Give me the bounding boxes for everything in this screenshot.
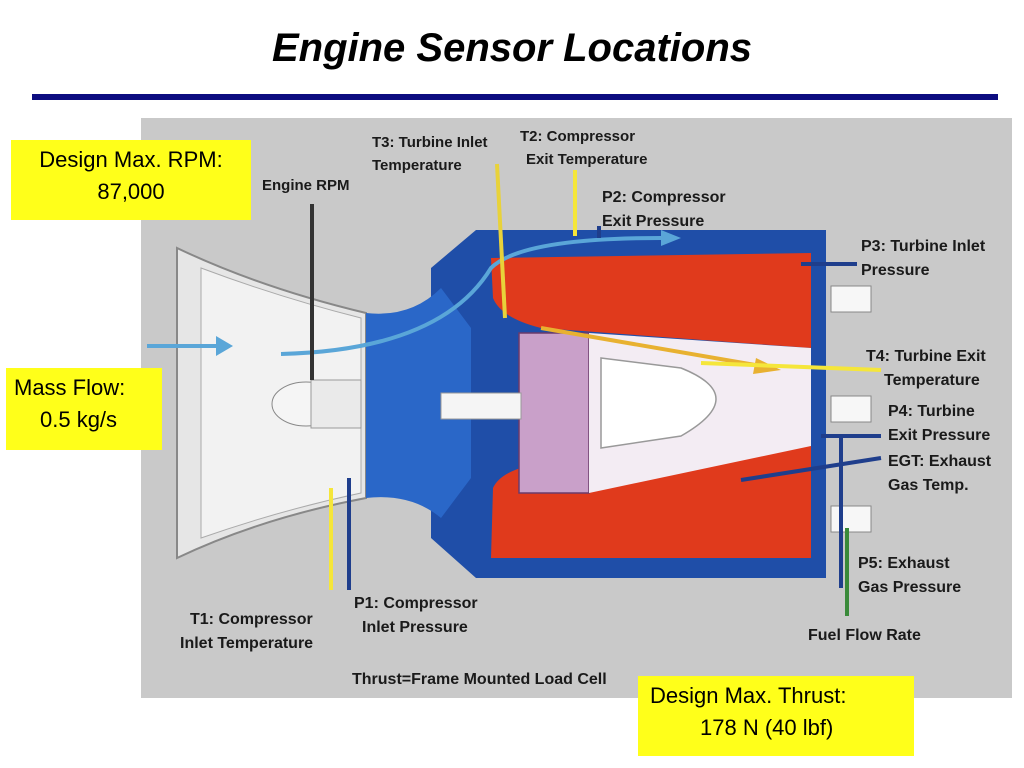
callout-rpm-value: 87,000	[97, 178, 165, 204]
exhaust-cone	[600, 357, 717, 449]
exhaust-fitting-2	[830, 395, 872, 423]
exhaust-fitting-3	[830, 505, 872, 533]
callout-mass-value: 0.5 kg/s	[40, 406, 118, 432]
engine-cutaway-drawing	[147, 163, 882, 616]
main-shaft	[440, 392, 522, 420]
label-thrust-load-cell: Thrust=Frame Mounted Load Cell	[352, 671, 607, 688]
t4-probe	[700, 361, 882, 372]
egt-probe	[740, 456, 882, 482]
exhaust-fitting-1	[830, 285, 872, 313]
turbine-rotor	[518, 332, 590, 494]
slide-title: Engine Sensor Locations	[271, 26, 753, 70]
label-fuel-flow: Fuel Flow Rate	[808, 627, 921, 644]
callout-thrust-value: 178 N (40 lbf)	[700, 714, 834, 740]
callout-rpm-label: Design Max. RPM:	[39, 147, 223, 172]
hub-body	[310, 379, 362, 429]
callout-mass-label: Mass Flow:	[14, 375, 126, 400]
label-engine-rpm: Engine RPM	[262, 177, 350, 194]
design-max-rpm-callout: Design Max. RPM: 87,000	[11, 140, 251, 220]
callout-thrust-label: Design Max. Thrust:	[650, 683, 847, 708]
engine-diagram	[141, 118, 1012, 698]
title-rule	[32, 94, 998, 100]
mass-flow-callout: Mass Flow: 0.5 kg/s	[6, 368, 162, 450]
compressor-wheel	[366, 288, 471, 518]
t3-probe	[495, 163, 507, 319]
combustor-flow-arrow	[540, 326, 762, 368]
design-max-thrust-callout: Design Max. Thrust: 178 N (40 lbf)	[638, 676, 914, 756]
core-flow-arrow	[280, 236, 662, 356]
combustor-upper	[491, 253, 811, 348]
